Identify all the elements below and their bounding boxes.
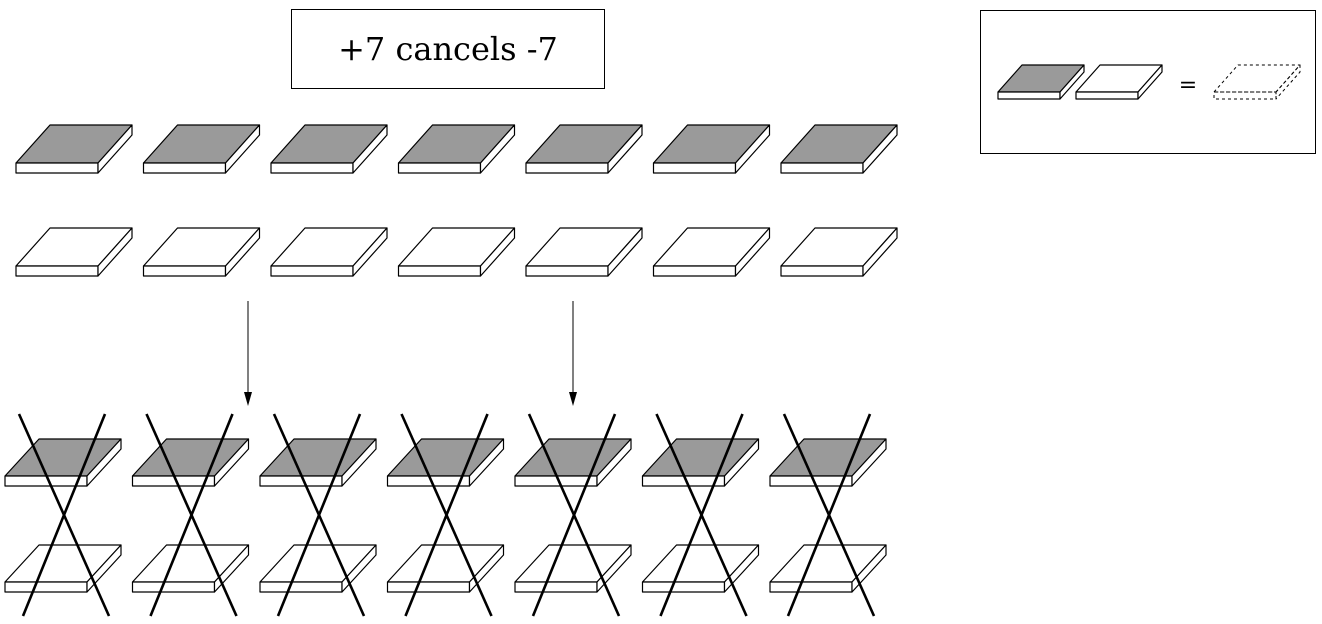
negative-tile — [270, 227, 388, 277]
legend-negative-tile — [1075, 64, 1163, 100]
positive-tile — [142, 124, 261, 174]
negative-tile — [525, 227, 643, 277]
positive-tile — [397, 124, 516, 174]
cross-out-mark — [17, 413, 111, 617]
cross-out-mark — [527, 413, 621, 617]
cancelled-negative-tile — [386, 544, 505, 593]
positive-tile-row — [15, 124, 898, 174]
legend-positive-tile — [997, 64, 1085, 100]
cancelled-negative-tile — [131, 544, 250, 593]
positive-tile — [652, 124, 771, 174]
cancelled-negative-tile — [4, 544, 122, 593]
negative-tile — [780, 227, 898, 277]
cancelled-positive-tile — [131, 438, 250, 487]
legend-equals-sign: = — [1179, 73, 1197, 98]
cancelled-pair — [259, 413, 377, 617]
legend-zero-tile — [1213, 64, 1301, 100]
cancelled-pair — [514, 413, 632, 617]
down-arrow — [569, 301, 577, 406]
cancelled-negative-tile — [769, 544, 887, 593]
cancelled-negative-tile — [641, 544, 760, 593]
cancelled-pair — [641, 413, 760, 617]
cancelled-positive-tile — [769, 438, 887, 487]
cancelled-negative-tile — [514, 544, 632, 593]
cancelled-pair-row — [4, 413, 887, 617]
negative-tile — [652, 227, 771, 277]
cross-out-mark — [272, 413, 366, 617]
negative-tile — [397, 227, 516, 277]
cancelled-pair — [131, 413, 250, 617]
positive-tile — [15, 124, 133, 174]
down-arrow — [244, 301, 252, 406]
diagram-title: +7 cancels -7 — [291, 9, 605, 89]
cancelled-negative-tile — [259, 544, 377, 593]
cancelled-positive-tile — [4, 438, 122, 487]
cross-out-mark — [655, 413, 748, 617]
cross-out-mark — [400, 413, 493, 617]
cancelled-pair — [4, 413, 122, 617]
cross-out-mark — [782, 413, 876, 617]
positive-tile — [780, 124, 898, 174]
legend-box: = — [980, 10, 1316, 154]
cancelled-positive-tile — [386, 438, 505, 487]
negative-tile — [15, 227, 133, 277]
positive-tile — [525, 124, 643, 174]
cancelled-positive-tile — [641, 438, 760, 487]
cancelled-positive-tile — [259, 438, 377, 487]
cancelled-pair — [769, 413, 887, 617]
cancelled-pair — [386, 413, 505, 617]
negative-tile — [142, 227, 261, 277]
negative-tile-row — [15, 227, 898, 277]
positive-tile — [270, 124, 388, 174]
cancelled-positive-tile — [514, 438, 632, 487]
arrows — [244, 301, 577, 406]
cross-out-mark — [145, 413, 238, 617]
